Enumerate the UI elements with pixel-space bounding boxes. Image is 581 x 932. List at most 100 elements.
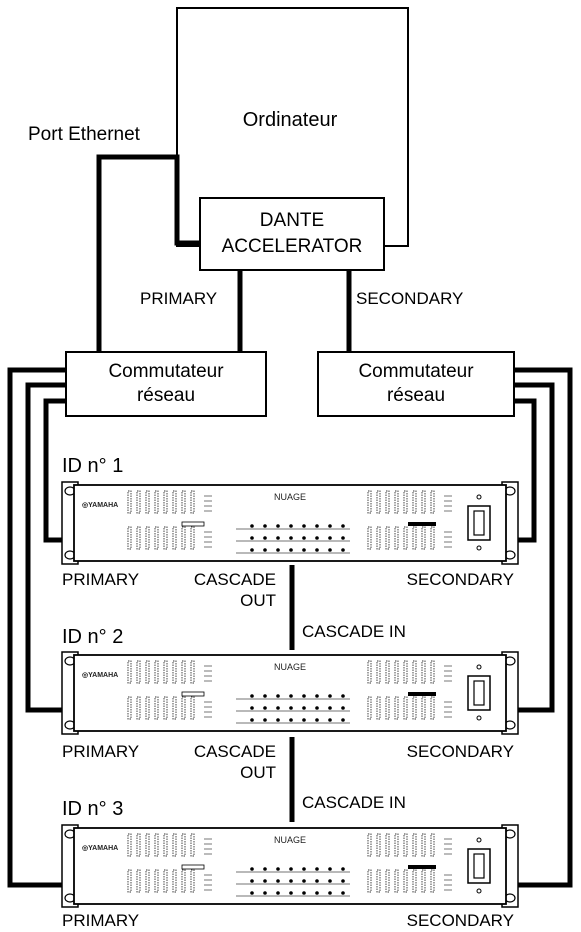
power-led xyxy=(476,545,482,551)
status-led xyxy=(328,718,332,722)
secondary-cable-unit1 xyxy=(514,398,537,543)
status-led xyxy=(263,694,267,698)
primary-cable-unit1 xyxy=(43,398,66,543)
status-led xyxy=(289,718,293,722)
status-led xyxy=(315,879,319,883)
status-led xyxy=(276,694,280,698)
cables xyxy=(7,154,573,888)
switch-primary-label-line1: Commutateur xyxy=(108,361,224,382)
status-led xyxy=(263,867,267,871)
level-meter xyxy=(376,660,381,684)
level-meter xyxy=(421,833,426,857)
level-meter xyxy=(136,696,141,720)
output-meters-bottom-right xyxy=(367,869,435,893)
power-led xyxy=(476,715,482,721)
level-meter xyxy=(430,833,435,857)
level-meter xyxy=(172,490,177,514)
level-meter xyxy=(385,869,390,893)
network-switch-primary xyxy=(65,351,267,417)
level-meter xyxy=(163,696,168,720)
status-led xyxy=(315,694,319,698)
unit-1-cascade-in-label: CASCADE IN xyxy=(302,622,406,641)
status-led xyxy=(328,548,332,552)
output-meters-bottom-right xyxy=(367,696,435,720)
status-led xyxy=(276,891,280,895)
status-led xyxy=(250,879,254,883)
status-led xyxy=(289,867,293,871)
level-meter xyxy=(136,869,141,893)
status-led xyxy=(302,536,306,540)
level-meter xyxy=(430,869,435,893)
level-meter xyxy=(403,660,408,684)
level-meter xyxy=(172,833,177,857)
status-led xyxy=(276,536,280,540)
unit-2-cascade-out-line1: CASCADE xyxy=(194,742,276,761)
level-meter xyxy=(163,660,168,684)
status-strip xyxy=(408,522,436,526)
status-led xyxy=(315,706,319,710)
status-led xyxy=(315,536,319,540)
status-led xyxy=(328,706,332,710)
center-led-panel xyxy=(236,694,350,724)
level-meter xyxy=(172,526,177,550)
unit-2-secondary-port-label: SECONDARY xyxy=(407,742,514,761)
center-led-panel xyxy=(236,867,350,897)
status-led xyxy=(263,536,267,540)
status-led xyxy=(263,879,267,883)
level-meter xyxy=(376,869,381,893)
level-meter xyxy=(394,526,399,550)
status-led xyxy=(341,891,345,895)
level-meter xyxy=(412,490,417,514)
level-meter xyxy=(190,696,195,720)
secondary-link-label: SECONDARY xyxy=(356,289,463,308)
status-led xyxy=(250,524,254,528)
status-led xyxy=(289,694,293,698)
status-led xyxy=(289,706,293,710)
level-meter xyxy=(412,833,417,857)
switch-primary-label-line2: réseau xyxy=(137,385,195,406)
level-meter xyxy=(403,490,408,514)
status-led xyxy=(341,867,345,871)
status-led xyxy=(302,867,306,871)
status-led xyxy=(302,718,306,722)
status-led xyxy=(289,879,293,883)
level-meter xyxy=(385,833,390,857)
level-meter xyxy=(403,526,408,550)
primary-cable-unit2 xyxy=(25,382,66,713)
level-meter xyxy=(367,526,372,550)
level-meter xyxy=(385,490,390,514)
switch-secondary-label-line2: réseau xyxy=(387,385,445,406)
status-led xyxy=(250,706,254,710)
level-meter xyxy=(145,526,150,550)
level-meter xyxy=(190,833,195,857)
computer-label: Ordinateur xyxy=(243,109,338,131)
level-meter xyxy=(421,526,426,550)
level-meter xyxy=(190,526,195,550)
primary-link-label: PRIMARY xyxy=(140,289,217,308)
center-led-panel xyxy=(236,524,350,554)
level-meter xyxy=(385,660,390,684)
level-meter xyxy=(181,696,186,720)
output-meters-top-right xyxy=(367,490,435,514)
secondary-cable-unit3 xyxy=(514,367,573,888)
status-led xyxy=(328,536,332,540)
level-meter xyxy=(136,833,141,857)
power-led xyxy=(476,494,482,500)
level-meter xyxy=(421,660,426,684)
brand-logo: ◎YAMAHA xyxy=(82,845,118,852)
power-led xyxy=(476,888,482,894)
dante-accelerator-box xyxy=(199,197,385,271)
level-meter xyxy=(154,526,159,550)
level-meter xyxy=(145,696,150,720)
level-meter xyxy=(430,490,435,514)
level-meter xyxy=(172,660,177,684)
ethernet-cable xyxy=(96,154,200,352)
model-logo: NUAGE xyxy=(274,492,306,502)
unit-2-primary-port-label: PRIMARY xyxy=(62,742,139,761)
status-led xyxy=(341,524,345,528)
accelerator-label-line1: DANTE xyxy=(260,210,324,231)
status-strip xyxy=(181,521,205,527)
unit-3-id-label: ID n° 3 xyxy=(62,798,123,820)
